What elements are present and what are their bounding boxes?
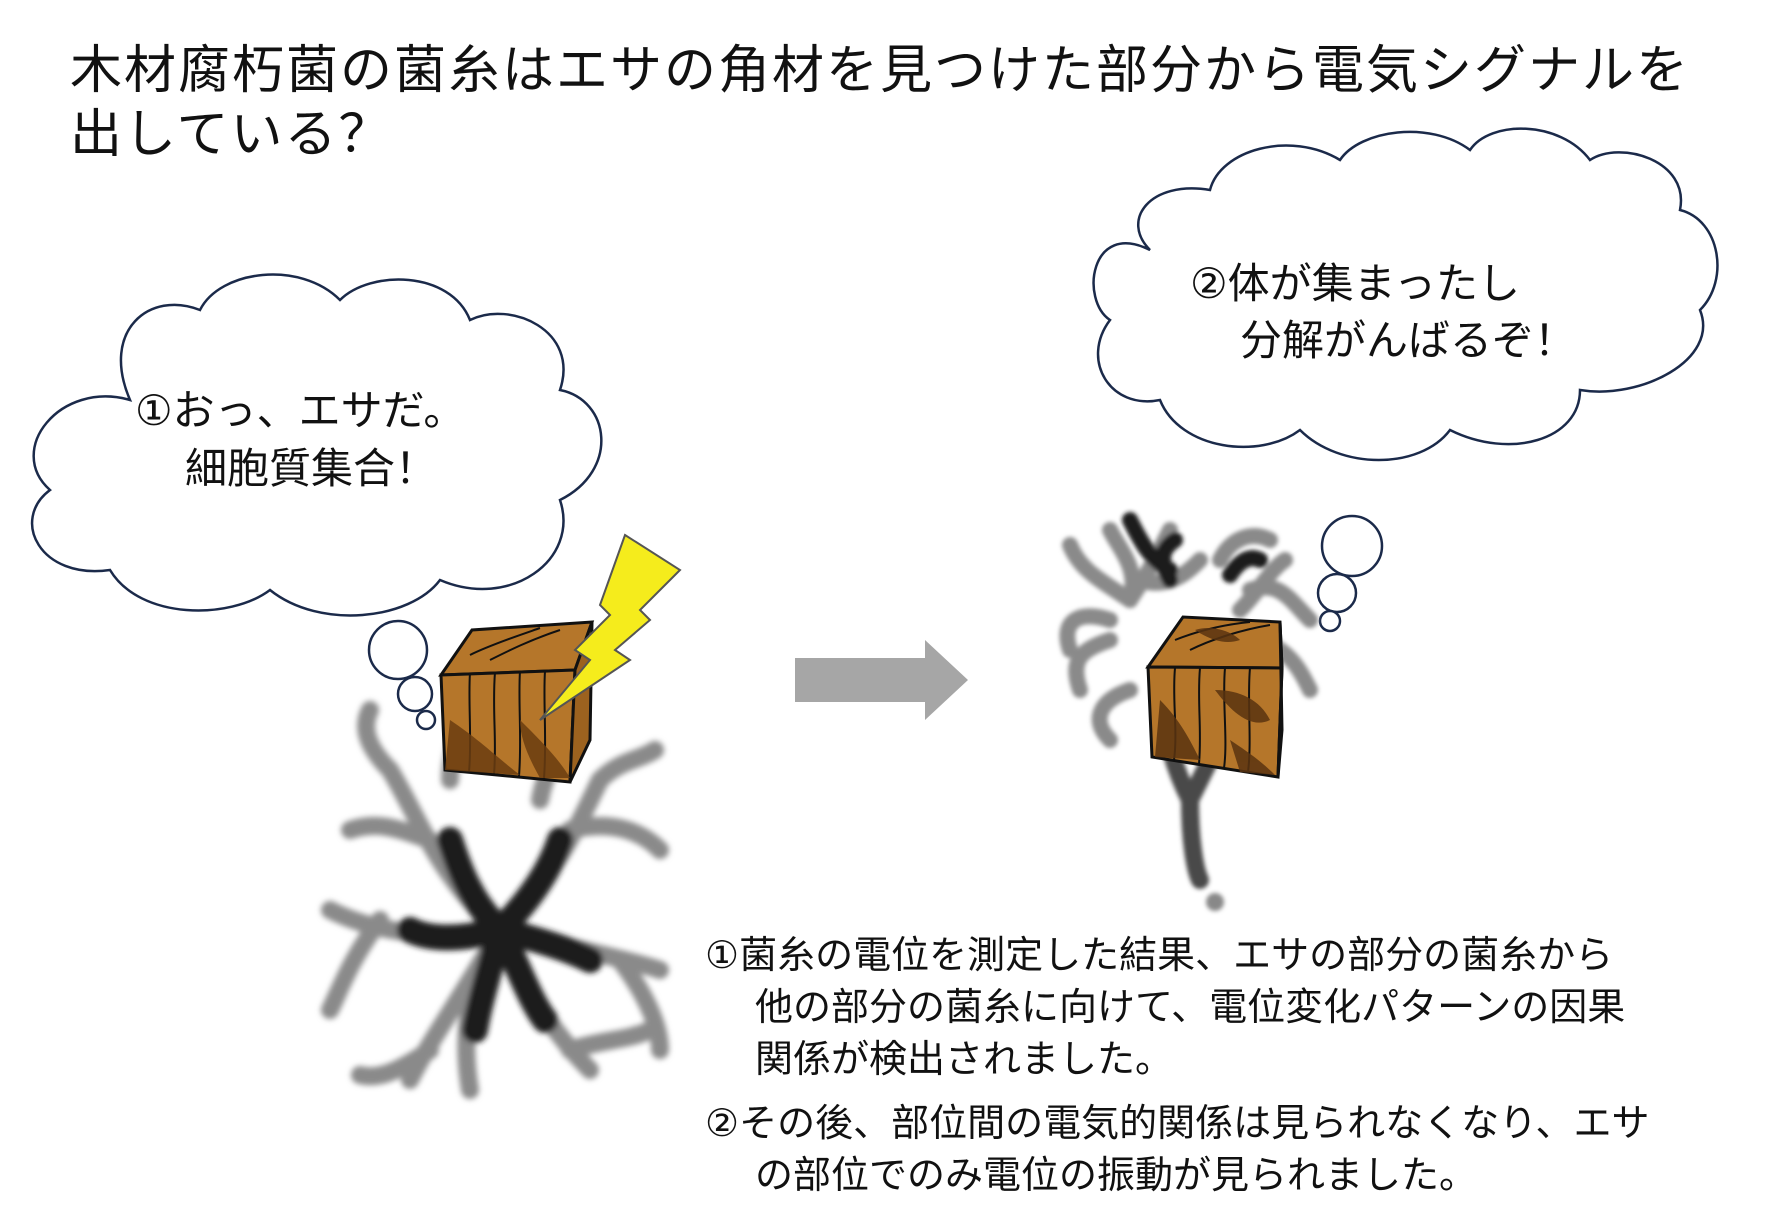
caption-1-line-1: ①菌糸の電位を測定した結果、エサの部分の菌糸から	[705, 933, 1614, 977]
caption-1-line-2: 他の部分の菌糸に向けて、電位変化パターンの因果	[755, 985, 1626, 1029]
right-bubble-line-2: 分解がんばるぞ！	[1240, 316, 1577, 365]
caption-1-line-3: 関係が検出されました。	[755, 1037, 1174, 1081]
right-thought-dots	[1316, 514, 1384, 633]
right-thought-bubble	[1092, 127, 1719, 462]
left-thought-dots	[367, 619, 437, 731]
title-line-2: 出している？	[70, 105, 393, 165]
left-thought-bubble	[30, 273, 603, 617]
right-bubble-line-1: ②体が集まったし	[1190, 259, 1520, 308]
left-wood-block-icon	[438, 620, 595, 784]
caption-2-line-2: の部位でのみ電位の振動が見られました。	[755, 1153, 1478, 1197]
right-wood-block-icon	[1145, 615, 1284, 779]
lightning-icon	[539, 533, 682, 721]
right-arrow-icon	[795, 640, 968, 720]
left-bubble-line-2: 細胞質集合！	[185, 444, 438, 493]
title-line-1: 木材腐朽菌の菌糸はエサの角材を見つけた部分から電気シグナルを	[70, 41, 1691, 101]
left-bubble-line-1: ①おっ、エサだ。	[135, 386, 466, 435]
caption-2-line-1: ②その後、部位間の電気的関係は見られなくなり、エサ	[705, 1101, 1650, 1145]
